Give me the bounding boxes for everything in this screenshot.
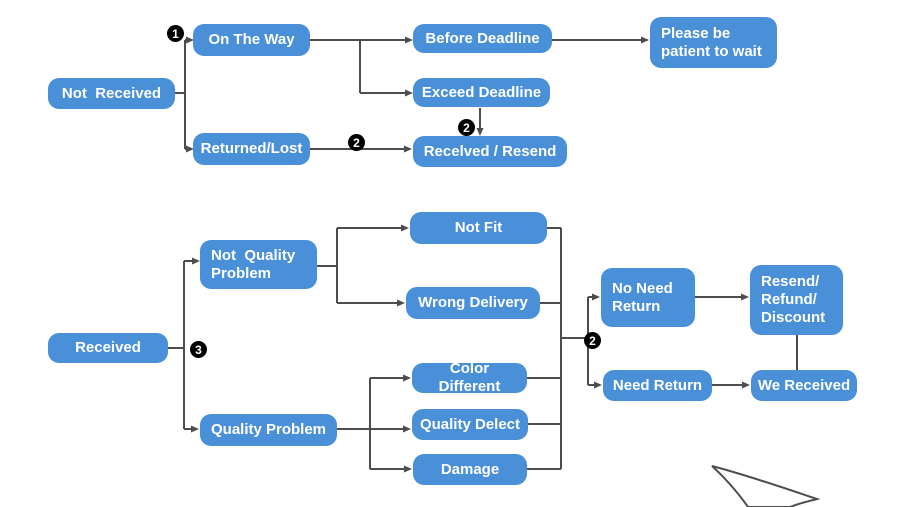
- node-on-the-way: On The Way: [193, 24, 310, 56]
- node-please-be-patient: Please be patient to wait: [650, 17, 777, 68]
- node-not-fit: Not Fit: [410, 212, 547, 244]
- node-returned-lost: Returned/Lost: [193, 133, 310, 165]
- node-before-deadline: Before Deadline: [413, 24, 552, 53]
- node-resend-refund-discount: Resend/ Refund/ Discount: [750, 265, 843, 335]
- step-marker-1: 1: [167, 25, 184, 42]
- node-recelved-resend: Recelved / Resend: [413, 136, 567, 167]
- node-damage: Damage: [413, 454, 527, 485]
- node-no-need-return: No Need Return: [601, 268, 695, 327]
- step-marker-3: 3: [190, 341, 207, 358]
- step-marker-2: 2: [584, 332, 601, 349]
- decorative-swoosh: [711, 465, 821, 507]
- node-we-received: We Received: [751, 370, 857, 401]
- node-quality-problem: Quality Problem: [200, 414, 337, 446]
- node-quality-delect: Quality Delect: [412, 409, 528, 440]
- step-marker-2: 2: [458, 119, 475, 136]
- step-marker-2: 2: [348, 134, 365, 151]
- node-wrong-delivery: Wrong Delivery: [406, 287, 540, 319]
- node-exceed-deadline: Exceed Deadline: [413, 78, 550, 107]
- node-not-quality-problem: Not Quality Problem: [200, 240, 317, 289]
- node-not-received: Not Received: [48, 78, 175, 109]
- node-received: Received: [48, 333, 168, 363]
- node-need-return: Need Return: [603, 370, 712, 401]
- node-color-different: Color Different: [412, 360, 527, 395]
